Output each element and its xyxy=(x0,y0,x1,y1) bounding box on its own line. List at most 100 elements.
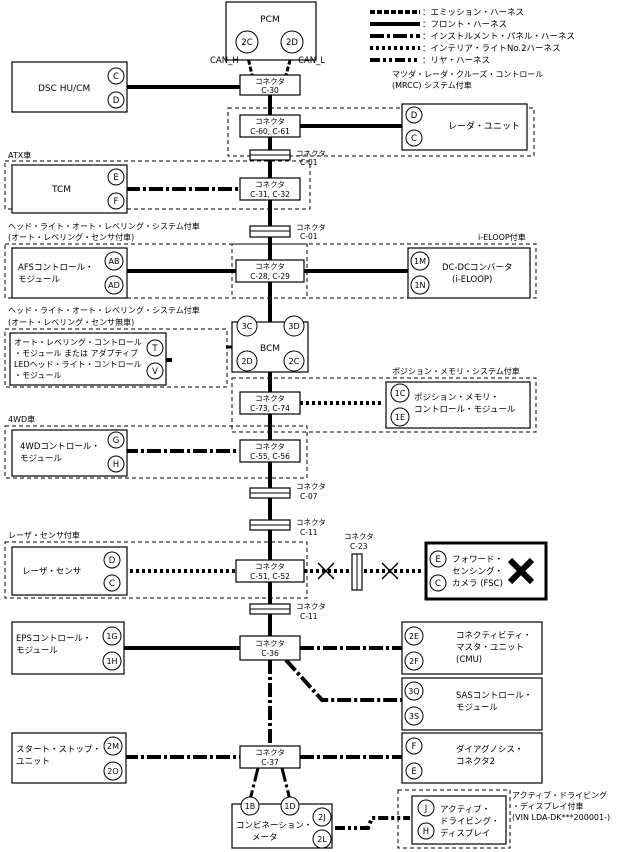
pin-label: C xyxy=(411,134,417,144)
cond-hl-sensor-2: (オート・レベリング・センサ付車) xyxy=(8,232,134,242)
cmu-label-3: (CMU) xyxy=(456,655,482,665)
bcm-label: BCM xyxy=(260,344,280,354)
pin-label: 1B xyxy=(245,802,256,811)
pin-label: 2D xyxy=(286,38,298,48)
pin-label: 1C xyxy=(395,389,406,398)
afs-label-1: AFSコントロール・ xyxy=(18,263,93,273)
connector-id: C-01 xyxy=(300,158,318,167)
pin-label: H xyxy=(113,460,119,470)
dcdc-label-2: (i-ELOOP) xyxy=(452,275,492,285)
connector-word: コネクタ xyxy=(255,262,285,271)
pin-label: 3Q xyxy=(408,687,419,696)
connector-word: コネクタ xyxy=(296,223,326,232)
cond-mrcc-2: (MRCC) システム付車 xyxy=(392,80,472,90)
pin-label: 2F xyxy=(409,657,419,666)
add-label-1: アクティブ・ xyxy=(440,804,490,815)
awd-label-1: 4WDコントロール・ xyxy=(20,442,100,452)
pin-label: 2D xyxy=(241,357,252,366)
add-label-3: ディスプレイ xyxy=(440,828,490,839)
fault-x-icon xyxy=(507,557,535,585)
connector-word: コネクタ xyxy=(255,117,285,126)
pin-label: 2C xyxy=(241,38,252,48)
connector-c30: コネクタ C-30 xyxy=(239,74,301,96)
bcm-module: BCM 3C 3D 2D 2C xyxy=(231,315,309,373)
auto-lvl-label-4: ・モジュール xyxy=(14,371,61,380)
hl-sensor-dashed-group xyxy=(4,243,308,299)
inline-connector-c01b: コネクタ C-01 xyxy=(249,223,326,241)
posmem-dashed-group xyxy=(231,377,537,433)
fsc-label-1: フォワード・ xyxy=(452,555,503,565)
legend-front: ：フロント・ハーネス xyxy=(422,20,507,30)
connector-word: コネクタ xyxy=(255,562,285,571)
ieloop-dashed-group xyxy=(231,243,537,299)
connector-word: コネクタ xyxy=(296,149,326,158)
cmu-label-1: コネクティビティ・ xyxy=(456,631,531,641)
connector-id: C-37 xyxy=(261,758,279,767)
awd-dashed-group xyxy=(4,425,308,479)
pin-label: AD xyxy=(108,281,120,290)
legend-instrument: ：インストルメント・パネル・ハーネス xyxy=(422,32,575,42)
pin-label: F xyxy=(412,742,417,752)
pcm-module: PCM 2C 2D CAN_H CAN_L xyxy=(210,1,325,66)
connector-word: コネクタ xyxy=(255,442,285,451)
connector-id: C-51, C-52 xyxy=(250,572,290,581)
pin-label: 1H xyxy=(106,657,117,666)
auto-leveling-module: オート・レベリング・コントロール ・モジュール または アダプティブ LEDヘッ… xyxy=(9,332,167,386)
posmem-label-2: コントロール・モジュール xyxy=(414,405,516,415)
branch-lines xyxy=(122,85,424,830)
connector-id: C-36 xyxy=(261,649,279,658)
cond-hl-sensor-1: ヘッド・ライト・オート・レベリング・システム付車 xyxy=(8,221,200,231)
connector-word: コネクタ xyxy=(255,77,285,86)
connector-id: C-55, C-56 xyxy=(250,452,290,461)
dsc-label: DSC HU/CM xyxy=(38,84,90,94)
pcm-label: PCM xyxy=(260,15,279,25)
cond-laser: レーザ・センサ付車 xyxy=(8,530,80,540)
awd-label-2: モジュール xyxy=(20,454,62,464)
dcdc-label-1: DC-DCコンバータ xyxy=(442,263,513,273)
cond-posmem: ポジション・メモリ・システム付車 xyxy=(392,366,520,376)
sas-label-2: モジュール xyxy=(456,703,498,713)
pin-label: D xyxy=(113,96,120,106)
pin-label: E xyxy=(113,173,118,183)
connector-word: コネクタ xyxy=(344,532,374,541)
connector-c73: コネクタ C-73, C-74 xyxy=(239,391,301,415)
cmu-label-2: マスタ・ユニット xyxy=(456,643,524,653)
connector-word: コネクタ xyxy=(296,602,326,611)
connector-id: C-11 xyxy=(300,612,318,621)
cond-add-3: (VIN LDA-DK***200001-) xyxy=(512,813,610,822)
combi-label-1: コンビネーション・ xyxy=(236,821,312,831)
fsc-label-2: センシング・ xyxy=(452,566,503,577)
pin-label: C xyxy=(109,579,115,589)
pin-label: 2M xyxy=(107,742,119,751)
pin-label: D xyxy=(109,556,116,566)
pin-label: 3C xyxy=(242,322,253,331)
cond-add-1: アクティブ・ドライビング xyxy=(512,790,607,800)
fsc-label-3: カメラ (FSC) xyxy=(452,579,503,589)
eps-module: EPSコントロール・ モジュール 1G 1H xyxy=(11,621,125,675)
ss-label-1: スタート・ストップ・ xyxy=(16,745,101,755)
posmem-label-1: ポジション・メモリ・ xyxy=(414,393,499,403)
diag-module: ダイアグノシス・ コネクタ2 F E xyxy=(401,732,543,784)
pin-label: D xyxy=(411,111,418,121)
combination-meter-module: コンビネーション・ メータ 1B 1D 2J 2L xyxy=(231,796,333,849)
pin-label: 2L xyxy=(317,835,327,844)
afs-label-2: モジュール xyxy=(18,275,60,285)
inline-connector-c11a: コネクタ C-11 xyxy=(249,518,326,537)
pin-label: 2E xyxy=(409,632,419,641)
connector-id: C-30 xyxy=(261,86,279,95)
connector-word: コネクタ xyxy=(255,748,285,757)
connector-c37: コネクタ C-37 xyxy=(239,745,301,769)
pin-label: C xyxy=(113,72,119,82)
pin-label: 1N xyxy=(414,281,425,290)
pin-label: 3S xyxy=(409,712,419,721)
legend-emission: ：エミッション・ハーネス xyxy=(422,8,524,18)
pin-label: 2C xyxy=(289,357,300,366)
tcm-module: TCM E F xyxy=(11,164,128,214)
cross-mark-left xyxy=(317,562,335,580)
connector-id: C-23 xyxy=(350,542,368,551)
auto-lvl-label-2: ・モジュール または アダプティブ xyxy=(14,348,138,358)
pin-label: H xyxy=(423,827,429,837)
pin-label: 1D xyxy=(284,802,295,811)
inline-connector-c11b: コネクタ C-11 xyxy=(249,602,326,621)
